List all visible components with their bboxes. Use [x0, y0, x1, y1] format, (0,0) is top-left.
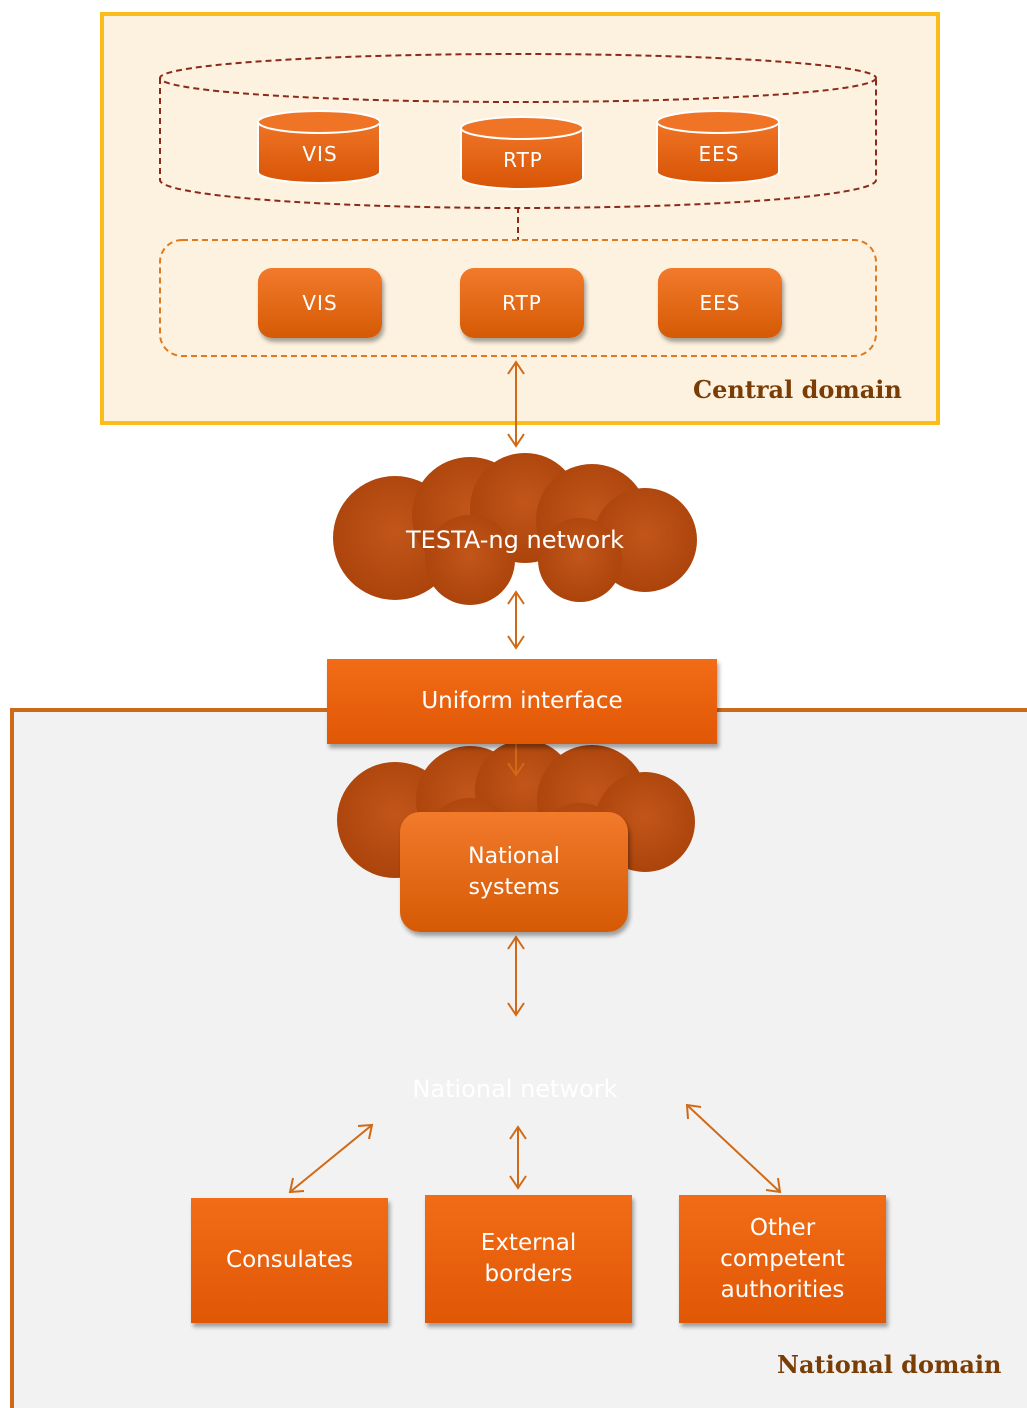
national-domain-label: National domain — [777, 1350, 1002, 1379]
application-rtp: RTP — [460, 268, 584, 338]
consulates-box: Consulates — [191, 1198, 388, 1323]
national-systems: National systems — [400, 812, 628, 932]
connection-arrows — [288, 360, 782, 1194]
database-ees-label: EES — [698, 142, 740, 166]
consulates-label: Consulates — [226, 1247, 353, 1273]
other-authorities-box: Other competent authorities — [679, 1195, 886, 1323]
testa-network-cloud — [333, 453, 697, 605]
database-cylinder-vis — [257, 110, 381, 184]
national-network-label: National network — [412, 1075, 618, 1103]
database-cylinder-rtp — [460, 116, 584, 190]
application-ees: EES — [658, 268, 782, 338]
external-borders-box: External borders — [425, 1195, 632, 1323]
application-vis: VIS — [258, 268, 382, 338]
external-borders-line1: External — [480, 1230, 577, 1256]
other-authorities-line1: Other — [749, 1214, 816, 1241]
central-domain-label: Central domain — [693, 375, 902, 404]
national-systems-line2: systems — [468, 875, 560, 900]
other-authorities-line2: competent — [720, 1245, 845, 1272]
uniform-interface-label: Uniform interface — [421, 688, 623, 714]
other-authorities-line3: authorities — [720, 1276, 845, 1303]
national-systems-line1: National — [468, 844, 560, 869]
database-rtp-label: RTP — [503, 148, 543, 172]
external-borders-line2: borders — [484, 1261, 573, 1287]
uniform-interface: Uniform interface — [327, 659, 717, 744]
database-cylinder-ees — [656, 110, 780, 184]
application-group-outline — [159, 239, 877, 357]
database-vis-label: VIS — [302, 142, 338, 166]
testa-network-label: TESTA-ng network — [406, 526, 624, 554]
central-domain — [100, 12, 940, 425]
